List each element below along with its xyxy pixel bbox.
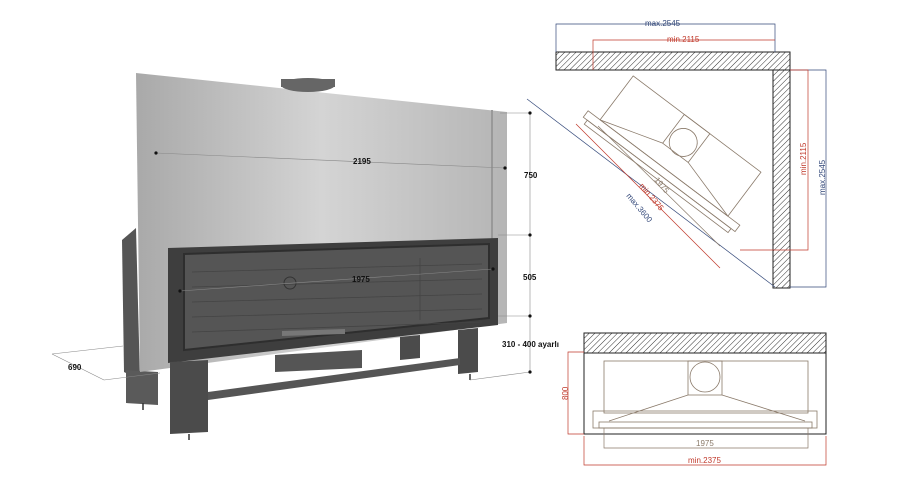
leg-height-label: 310 - 400 ayarlı [502,340,559,349]
under-box [275,350,362,372]
front-right-leg [458,328,478,374]
wall-right-hatch [772,69,791,289]
wall-hatch [583,332,827,354]
fireplace-3d-render: 2195 1975 750 505 310 - 400 ayarlı 690 [51,73,559,440]
top-min-label: min.2115 [667,35,700,44]
dimension-dots [154,111,532,374]
depth-label: 800 [561,386,570,400]
brick-pattern [191,258,483,333]
min-width-label: min.2375 [688,456,721,465]
adjustable-feet [142,374,471,440]
top-max-label: max.2545 [645,19,681,28]
dimension-lines-3d [51,112,531,381]
ash-grate [282,329,345,336]
base-bar [208,358,460,400]
diag-inner-label: 1975 [652,176,671,196]
opening-width-label: 1975 [352,275,370,284]
depth-label: 690 [68,363,82,372]
hood-height-label: 750 [524,171,538,180]
opening-height-label: 505 [523,273,537,282]
front-plan-view: 800 1975 min.2375 [561,332,827,466]
corner-plan-view: max.2545 min.2115 min.2115 max.2545 1975… [526,19,827,289]
width-total-label: 2195 [353,157,371,166]
opening-width-label: 1975 [696,439,714,448]
right-rear-leg [400,335,420,360]
firebox-plan [592,360,818,429]
rotated-firebox-outline [582,75,762,234]
side-max-label: max.2545 [818,159,827,195]
side-min-label: min.2115 [799,142,808,175]
left-side-box [122,228,140,380]
wall-top-hatch [555,51,791,71]
left-rear-leg [126,370,158,405]
niche-outline [583,332,827,435]
front-left-leg [170,360,208,434]
